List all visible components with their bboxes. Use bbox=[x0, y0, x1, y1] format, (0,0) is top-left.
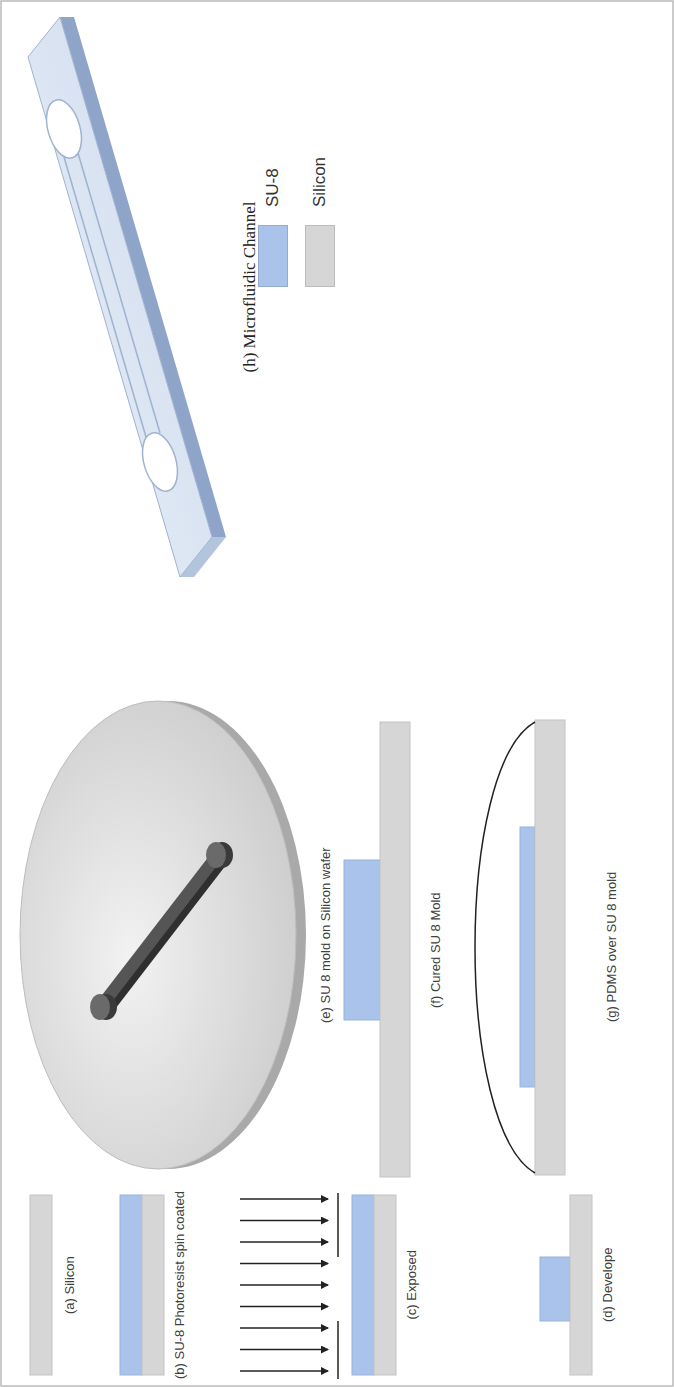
uv-arrow bbox=[240, 1241, 328, 1242]
su8-pattern bbox=[540, 1257, 570, 1321]
silicon-layer bbox=[142, 1195, 164, 1375]
step-label: (f) Cured SU 8 Mold bbox=[428, 892, 444, 1008]
silicon-layer bbox=[30, 1195, 52, 1375]
step-label: (c) Exposed bbox=[404, 1250, 420, 1319]
legend-text: Silicon bbox=[310, 157, 330, 207]
photomask bbox=[337, 1321, 339, 1379]
step-label: (b) SU-8 Photoresist spin coated bbox=[172, 1191, 188, 1379]
step-label: (h) Microfluidic Channel bbox=[240, 202, 260, 373]
uv-arrow bbox=[240, 1284, 328, 1285]
uv-arrow bbox=[240, 1306, 328, 1307]
su8-mold bbox=[520, 827, 535, 1087]
silicon-layer bbox=[570, 1195, 592, 1375]
su8-mold-top bbox=[102, 857, 216, 1005]
step-label: (d) Develope bbox=[600, 1248, 616, 1322]
channel-wall bbox=[64, 157, 146, 437]
step-label: (e) SU 8 mold on Silicon wafer bbox=[318, 847, 334, 1023]
channel-wall bbox=[78, 153, 160, 433]
outlet-port bbox=[40, 96, 87, 162]
uv-arrow bbox=[240, 1349, 328, 1350]
step-label: (a) Silicon bbox=[62, 1256, 78, 1314]
legend-swatch bbox=[305, 225, 335, 287]
uv-arrow bbox=[240, 1220, 328, 1221]
pdms-chip bbox=[28, 17, 212, 577]
uv-arrow bbox=[240, 1370, 328, 1371]
uv-arrow bbox=[240, 1198, 328, 1199]
step-label: (g) PDMS over SU 8 mold bbox=[604, 872, 620, 1022]
photomask bbox=[337, 1193, 339, 1257]
su8-layer bbox=[120, 1195, 142, 1375]
silicon-layer bbox=[380, 722, 410, 1177]
mold-end-top bbox=[90, 994, 110, 1020]
uv-arrows bbox=[240, 1199, 328, 1371]
su8-layer bbox=[352, 1195, 374, 1375]
silicon-wafer bbox=[20, 701, 296, 1169]
silicon-layer bbox=[535, 720, 565, 1175]
uv-arrow bbox=[240, 1327, 328, 1328]
uv-arrow bbox=[240, 1263, 328, 1264]
pdms-outline bbox=[475, 722, 535, 1173]
legend-text: SU-8 bbox=[263, 168, 283, 207]
su8-mold bbox=[344, 860, 380, 1020]
inlet-port bbox=[136, 429, 183, 495]
mold-end-top bbox=[206, 842, 226, 868]
chip-side bbox=[60, 17, 226, 537]
silicon-layer bbox=[374, 1195, 396, 1375]
legend-swatch bbox=[258, 225, 288, 287]
